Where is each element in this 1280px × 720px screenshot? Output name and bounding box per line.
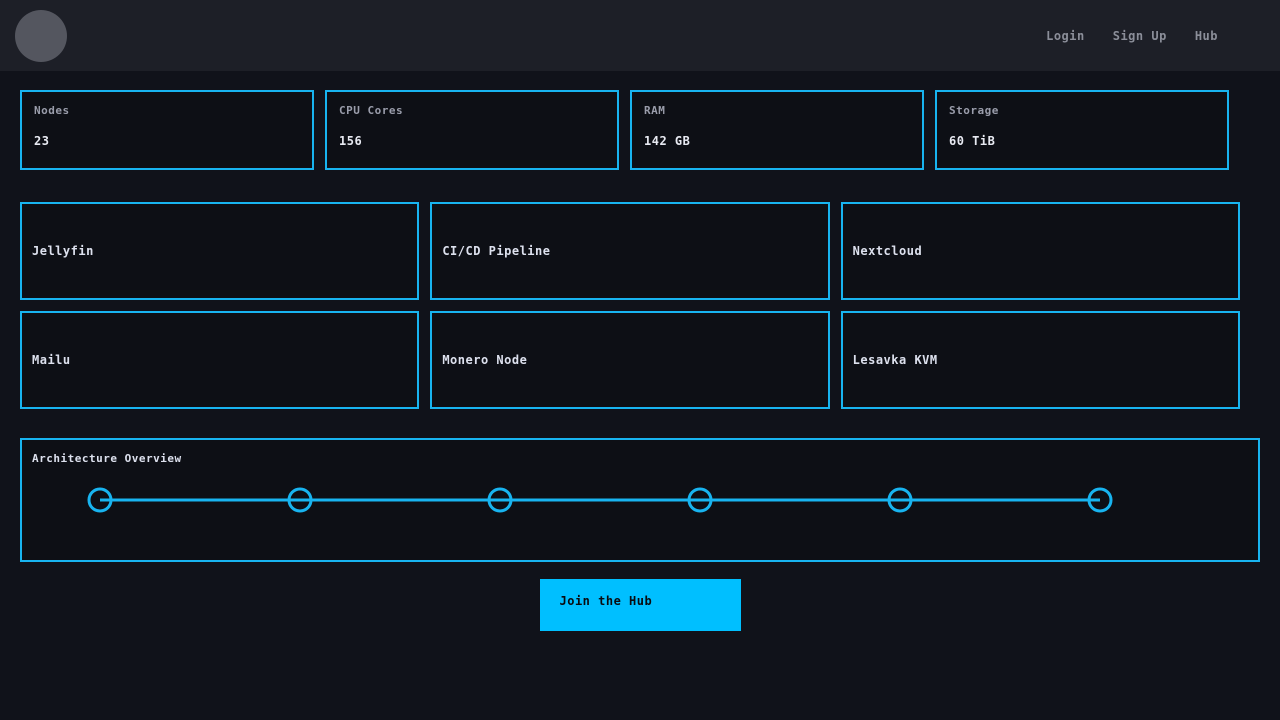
service-card-cicd-pipeline[interactable]: CI/CD Pipeline bbox=[430, 202, 830, 300]
stat-card-ram: RAM 142 GB bbox=[630, 90, 924, 170]
nav-link-signup[interactable]: Sign Up bbox=[1112, 28, 1167, 43]
stats-row: Nodes 23 CPU Cores 156 RAM 142 GB Storag… bbox=[20, 90, 1280, 170]
stat-label: Storage bbox=[949, 104, 999, 117]
nav-link-login[interactable]: Login bbox=[1046, 28, 1085, 43]
service-title: Monero Node bbox=[442, 353, 528, 367]
service-title: Nextcloud bbox=[852, 244, 923, 258]
nav-link-hub[interactable]: Hub bbox=[1194, 28, 1218, 43]
service-card-monero-node[interactable]: Monero Node bbox=[430, 311, 830, 409]
service-title: Jellyfin bbox=[32, 244, 94, 258]
service-title: Lesavka KVM bbox=[852, 353, 938, 367]
stat-value: 23 bbox=[34, 134, 50, 148]
service-card-mailu[interactable]: Mailu bbox=[20, 311, 420, 409]
navbar: Login Sign Up Hub bbox=[0, 0, 1280, 71]
stat-card-cpu-cores: CPU Cores 156 bbox=[325, 90, 619, 170]
stat-label: Nodes bbox=[34, 104, 70, 117]
service-title: Mailu bbox=[32, 353, 71, 367]
stat-label: RAM bbox=[644, 104, 666, 117]
logo-avatar[interactable] bbox=[15, 9, 67, 62]
stat-value: 142 GB bbox=[644, 134, 691, 148]
services-grid: Jellyfin CI/CD Pipeline Nextcloud Mailu … bbox=[20, 202, 1240, 409]
stat-label: CPU Cores bbox=[339, 104, 404, 117]
stat-card-storage: Storage 60 TiB bbox=[935, 90, 1229, 170]
architecture-diagram bbox=[87, 487, 1113, 513]
join-hub-button[interactable]: Join the Hub bbox=[539, 579, 741, 631]
service-title: CI/CD Pipeline bbox=[442, 244, 551, 258]
service-card-nextcloud[interactable]: Nextcloud bbox=[840, 202, 1240, 300]
cta-wrapper: Join the Hub bbox=[20, 579, 1260, 631]
architecture-title: Architecture Overview bbox=[32, 452, 182, 465]
service-card-lesavka-kvm[interactable]: Lesavka KVM bbox=[840, 311, 1240, 409]
stat-card-nodes: Nodes 23 bbox=[20, 90, 314, 170]
main-content: Nodes 23 CPU Cores 156 RAM 142 GB Storag… bbox=[0, 71, 1280, 631]
stat-value: 60 TiB bbox=[949, 134, 996, 148]
stat-value: 156 bbox=[339, 134, 363, 148]
service-card-jellyfin[interactable]: Jellyfin bbox=[20, 202, 420, 300]
architecture-panel: Architecture Overview bbox=[20, 438, 1260, 562]
nav-links: Login Sign Up Hub bbox=[1046, 29, 1218, 43]
